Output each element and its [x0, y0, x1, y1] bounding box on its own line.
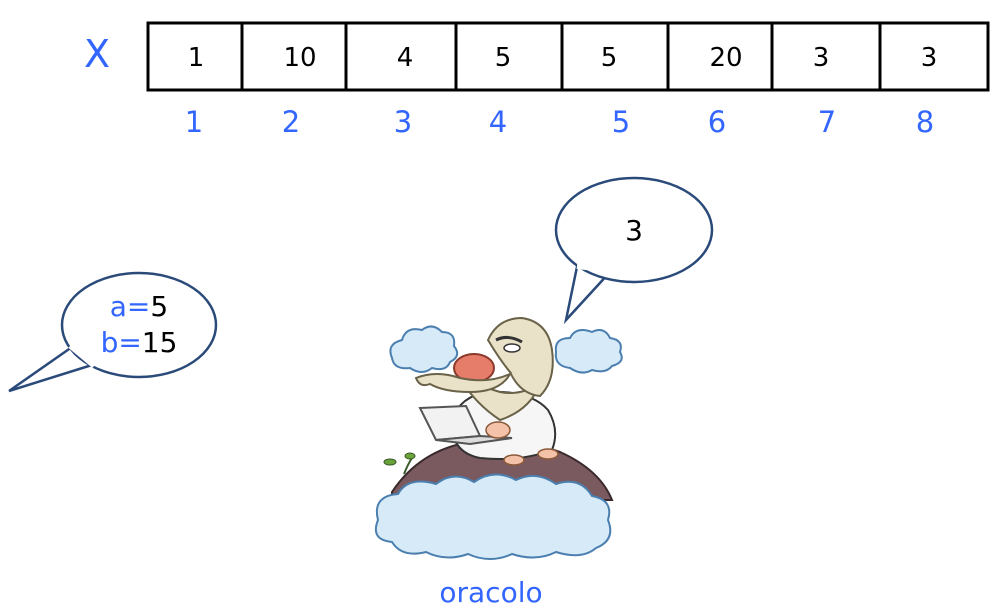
- array-cell-value: 20: [709, 43, 742, 73]
- array-index: 6: [708, 105, 726, 139]
- sage-foot: [537, 448, 559, 460]
- big-cloud-icon: [374, 473, 612, 560]
- array-index: 4: [489, 105, 507, 139]
- array-cell-value: 3: [921, 43, 938, 73]
- query-b-line: b=15: [101, 326, 178, 359]
- oracle-answer: 3: [625, 214, 643, 247]
- array-cell-value: 10: [283, 43, 316, 73]
- sprout-icon: [383, 452, 416, 475]
- right-small-cloud-icon: [554, 329, 623, 374]
- sage-hand: [485, 421, 511, 439]
- array-cell-value: 3: [813, 43, 830, 73]
- array-index: 7: [818, 105, 836, 139]
- oracle-illustration: [374, 316, 623, 560]
- array-indices: 1 2 3 4 5 6 7 8: [185, 105, 934, 139]
- oracle-speech-bubble: 3: [554, 176, 714, 325]
- array-cell-value: 1: [188, 43, 205, 73]
- array-index: 3: [394, 105, 412, 139]
- array-name: X: [84, 32, 110, 76]
- query-a-label: a=: [110, 290, 151, 323]
- array-index: 2: [282, 105, 300, 139]
- array-index: 1: [185, 105, 203, 139]
- sage-eyebrow: [495, 335, 523, 344]
- query-b-value: 15: [142, 326, 178, 359]
- sage-eye: [503, 343, 521, 353]
- query-b-label: b=: [101, 326, 142, 359]
- left-small-cloud-icon: [389, 325, 459, 373]
- array-cell-value: 5: [601, 43, 618, 73]
- array-cells: 1 10 4 5 5 20 3 3: [146, 21, 990, 92]
- oracle-caption: oracolo: [439, 576, 542, 609]
- sage-mustache: [414, 371, 513, 394]
- array-index: 5: [612, 105, 630, 139]
- sage-foot: [503, 454, 525, 466]
- array-frame: [146, 21, 990, 92]
- query-a-line: a=5: [110, 290, 168, 323]
- array-cell-value: 5: [495, 43, 512, 73]
- query-a-value: 5: [150, 290, 168, 323]
- array-cell-value: 4: [397, 43, 414, 73]
- query-speech-bubble: a=5 b=15: [8, 271, 218, 393]
- array-index: 8: [916, 105, 934, 139]
